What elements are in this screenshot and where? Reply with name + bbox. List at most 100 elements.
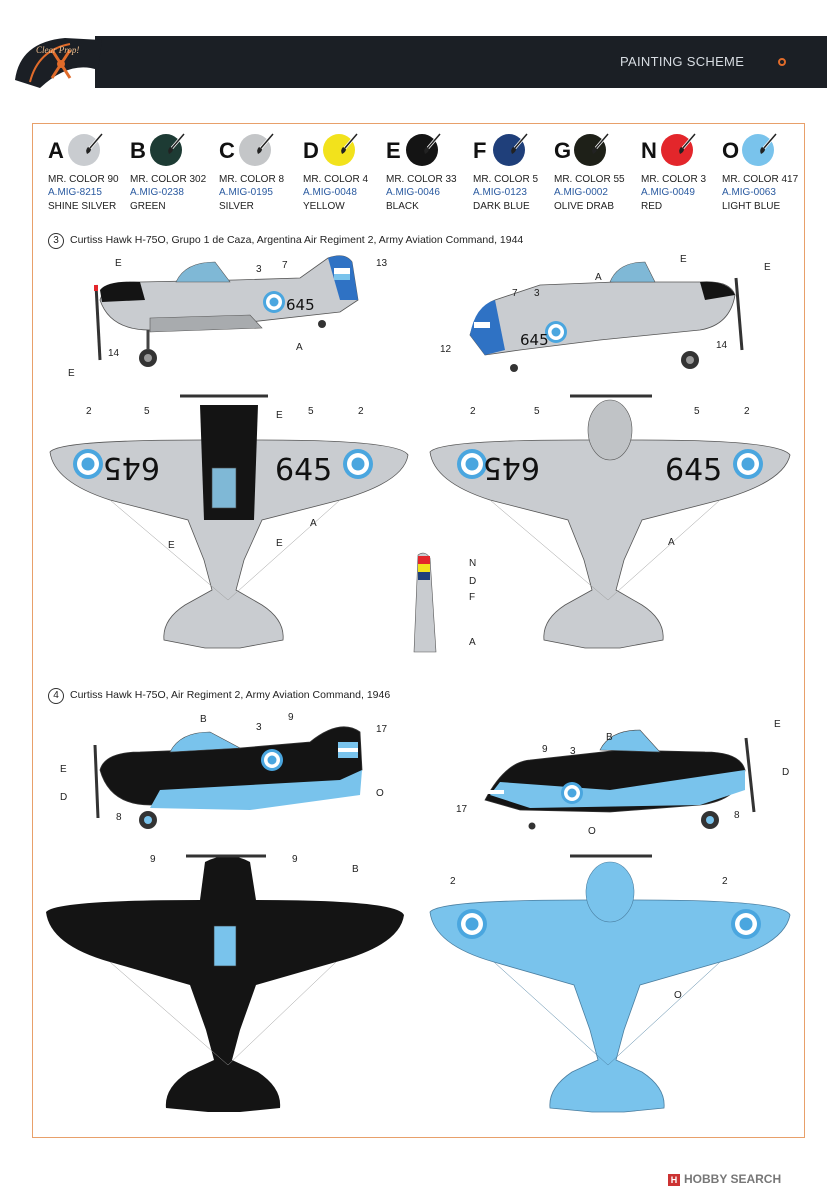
swatch-amig-code: A.MIG-0238 <box>130 187 184 198</box>
svg-text:O: O <box>674 990 682 1001</box>
svg-text:E: E <box>276 410 283 421</box>
svg-text:A: A <box>595 272 602 283</box>
s3-wing-registration: 645 <box>275 453 332 488</box>
paint-circle-icon <box>68 134 100 166</box>
swatch-amig-code: A.MIG-0002 <box>554 187 608 198</box>
svg-text:17: 17 <box>456 804 468 815</box>
svg-text:9: 9 <box>292 854 298 865</box>
brush-icon <box>257 133 275 154</box>
svg-text:14: 14 <box>716 340 728 351</box>
svg-text:5: 5 <box>534 406 540 417</box>
swatch-letter: B <box>130 138 146 163</box>
svg-text:2: 2 <box>744 406 750 417</box>
page-title: PAINTING SCHEME <box>620 54 745 69</box>
swatch-letter: F <box>473 138 487 163</box>
svg-text:5: 5 <box>144 406 150 417</box>
scheme-number: 3 <box>48 233 64 249</box>
svg-text:E: E <box>764 262 771 273</box>
paint-circle-icon <box>150 134 182 166</box>
swatch-mr-color: MR. COLOR 90 <box>48 174 119 185</box>
brush-icon <box>511 133 529 154</box>
swatch-amig-code: A.MIG-0063 <box>722 187 776 198</box>
svg-text:E: E <box>680 254 687 265</box>
swatch-letter: D <box>303 138 319 163</box>
svg-text:645: 645 <box>103 450 160 485</box>
svg-text:3: 3 <box>570 746 576 757</box>
s3-side-view-right: 645 <box>469 261 744 372</box>
brush-icon <box>168 133 186 154</box>
brush-icon <box>679 133 697 154</box>
swatch-letter: E <box>386 138 401 163</box>
svg-text:7: 7 <box>282 260 288 271</box>
paint-circle-icon <box>742 134 774 166</box>
svg-text:A: A <box>310 518 317 529</box>
swatch-letter: N <box>641 138 657 163</box>
svg-text:8: 8 <box>116 812 122 823</box>
content-frame <box>32 123 805 1138</box>
brush-icon <box>341 133 359 154</box>
svg-text:14: 14 <box>108 348 120 359</box>
svg-text:9: 9 <box>150 854 156 865</box>
brush-icon <box>86 133 104 154</box>
swatch-letter: C <box>219 138 235 163</box>
svg-text:9: 9 <box>542 744 548 755</box>
svg-text:17: 17 <box>376 724 388 735</box>
brush-icon <box>592 133 610 154</box>
paint-circle-icon <box>323 134 355 166</box>
header-dot-icon <box>778 58 786 66</box>
s4-side-view-left <box>93 726 363 829</box>
s3-top-view: 645 645 <box>49 394 409 649</box>
swatch-mr-color: MR. COLOR 4 <box>303 174 369 185</box>
s3-side-view-left: 645 <box>94 255 359 367</box>
svg-text:2: 2 <box>722 876 728 887</box>
svg-text:B: B <box>200 714 207 725</box>
header-bar <box>95 36 827 88</box>
svg-text:13: 13 <box>376 258 388 269</box>
svg-text:5: 5 <box>694 406 700 417</box>
callouts-scheme-3: E 3 7 13 14 E A A E E 7 3 12 14 2 5 E E … <box>68 254 771 648</box>
swatch-amig-code: A.MIG-0195 <box>219 187 273 198</box>
svg-text:F: F <box>469 592 475 603</box>
swatch-mr-color: MR. COLOR 417 <box>722 174 799 185</box>
svg-text:B: B <box>352 864 359 875</box>
svg-text:A: A <box>668 537 675 548</box>
paint-circle-icon <box>493 134 525 166</box>
svg-text:E: E <box>168 540 175 551</box>
svg-text:9: 9 <box>288 712 294 723</box>
svg-text:D: D <box>60 792 67 803</box>
svg-text:645: 645 <box>483 450 540 485</box>
callouts-scheme-4: B 9 3 17 E D 8 O B E 9 3 D 17 8 O 9 9 B … <box>60 712 789 1001</box>
swatch-letter: G <box>554 138 572 163</box>
swatch-mr-color: MR. COLOR 3 <box>641 174 707 185</box>
svg-text:3: 3 <box>256 264 262 275</box>
page-header: Clear Prop! PAINTING SCHEME <box>0 0 827 110</box>
s3-side-registration: 645 <box>286 296 315 314</box>
swatch-letter: O <box>722 138 740 163</box>
swatch-color-name: SILVER <box>219 201 254 212</box>
svg-text:A: A <box>296 342 303 353</box>
s3-bottom-view: 645 645 <box>429 394 791 649</box>
swatch-mr-color: MR. COLOR 5 <box>473 174 539 185</box>
svg-text:8: 8 <box>734 810 740 821</box>
svg-text:O: O <box>588 826 596 837</box>
swatch-color-name: SHINE SILVER <box>48 201 117 212</box>
svg-text:D: D <box>469 576 476 587</box>
scheme-number: 4 <box>48 688 64 704</box>
svg-text:2: 2 <box>470 406 476 417</box>
swatch-mr-color: MR. COLOR 302 <box>130 174 207 185</box>
s3-underwing-registration: 645 <box>665 453 722 488</box>
swatch-color-name: GREEN <box>130 201 166 212</box>
scheme-title-text: Curtiss Hawk H-75O, Grupo 1 de Caza, Arg… <box>70 234 524 246</box>
paint-circle-icon <box>406 134 438 166</box>
swatch-mr-color: MR. COLOR 8 <box>219 174 285 185</box>
svg-text:B: B <box>606 732 613 743</box>
swatch-mr-color: MR. COLOR 33 <box>386 174 457 185</box>
swatch-amig-code: A.MIG-8215 <box>48 187 102 198</box>
scheme-3-title: 3 Curtiss Hawk H-75O, Grupo 1 de Caza, Ar… <box>48 233 523 249</box>
swatch-amig-code: A.MIG-0046 <box>386 187 440 198</box>
svg-text:12: 12 <box>440 344 452 355</box>
swatch-amig-code: A.MIG-0123 <box>473 187 527 198</box>
swatch-mr-color: MR. COLOR 55 <box>554 174 625 185</box>
swatch-color-name: OLIVE DRAB <box>554 201 615 212</box>
svg-text:2: 2 <box>450 876 456 887</box>
